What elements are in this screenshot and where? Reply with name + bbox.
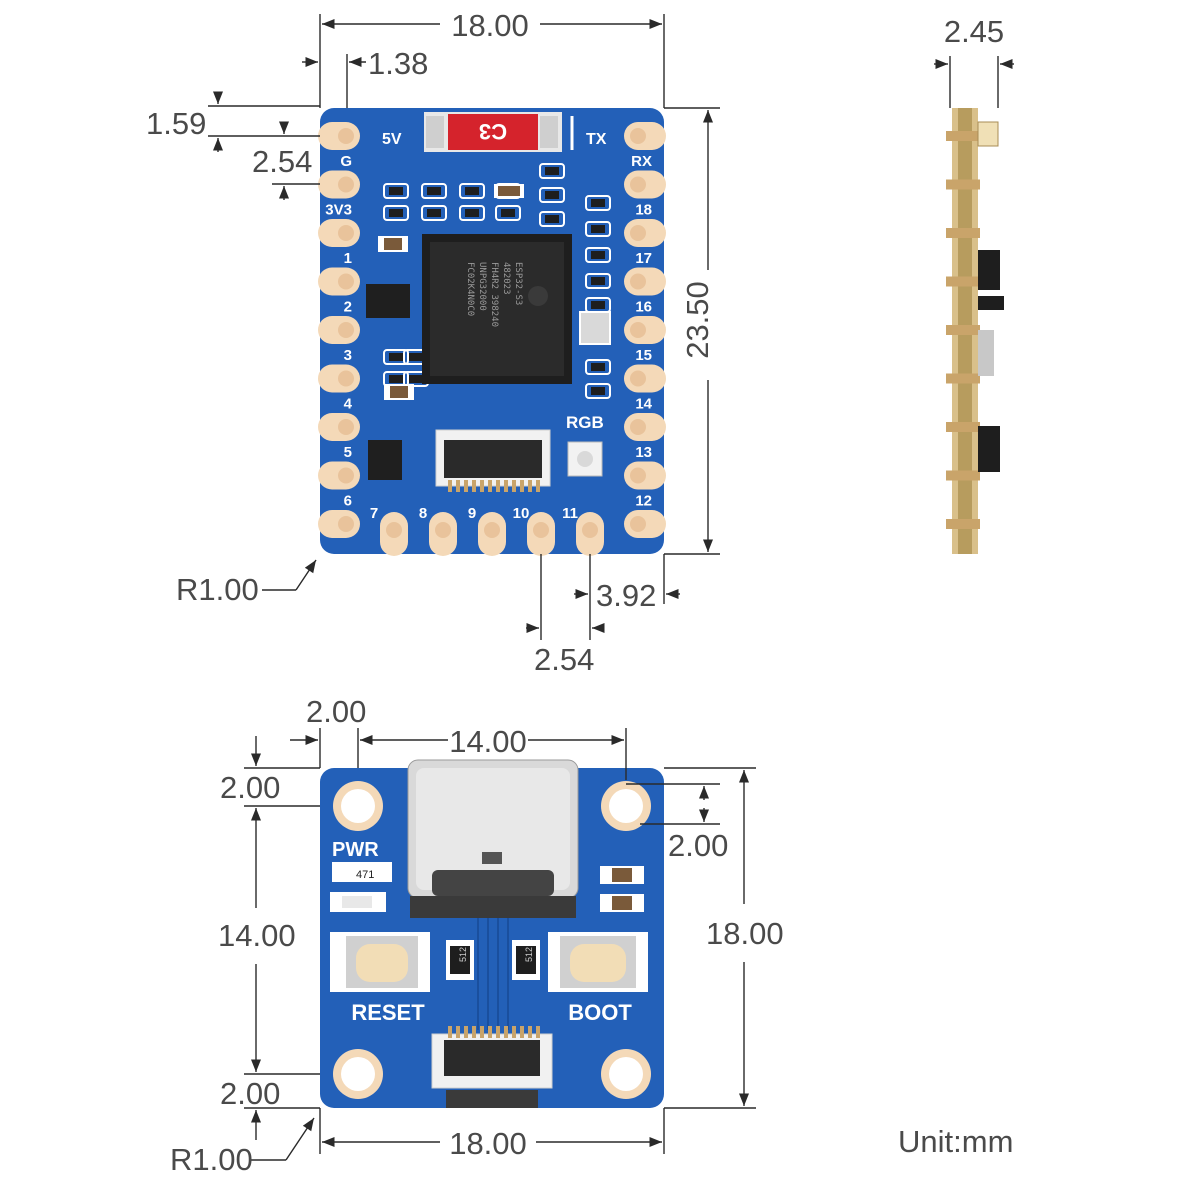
bottom-pin-label: 10 [513, 505, 530, 522]
dim-pin-pitch: 2.54 [252, 144, 312, 179]
dim-hole-edge-y-top: 2.00 [220, 770, 280, 805]
dim-hole-edge-x: 2.00 [306, 694, 366, 729]
dim-hole-spacing-y: 14.00 [218, 918, 296, 953]
dim-pad-top-offset: 1.59 [146, 106, 206, 141]
left-pin-label: 3 [344, 347, 352, 364]
unit-label: Unit:mm [898, 1124, 1013, 1159]
dim-bottom-pitch: 2.54 [534, 642, 594, 677]
dim-hole-edge-y-bottom: 2.00 [220, 1076, 280, 1111]
dim-bottom-offset: 3.92 [596, 578, 656, 613]
dim-hole-size-right: 2.00 [668, 828, 728, 863]
dim-pad-offset: 1.38 [368, 46, 428, 81]
left-pin-label: 3V3 [325, 202, 352, 219]
chip-line-2: 482023 [501, 262, 511, 295]
bottom-pin-label: 9 [468, 505, 476, 522]
side-view-dimensions: 2.45 [934, 14, 1014, 108]
left-pin-label: G [340, 153, 352, 170]
regulator [366, 284, 410, 318]
top-label-tx: TX [586, 131, 607, 148]
bottom-view-board: PWR 471 RESET BOOT 512 512 [320, 759, 664, 1108]
dim-hole-spacing-x: 14.00 [449, 724, 527, 759]
bottom-castellated-pads [380, 512, 604, 556]
esp32-chip: ESP32-S3 482023 FH4R2 398240 UNPG32000 F… [422, 234, 572, 384]
chip-line-1: ESP32-S3 [513, 262, 523, 305]
top-fpc-connector [435, 429, 551, 492]
reset-button [330, 932, 430, 992]
right-pin-label: RX [631, 153, 652, 170]
resistor-code-left: 512 [458, 947, 468, 962]
chip-line-5: FC02K4N0C0 [465, 262, 475, 316]
chip-line-4: UNPG32000 [477, 262, 487, 311]
rgb-label: RGB [566, 413, 604, 432]
boot-button [548, 932, 648, 992]
usb-c-connector [407, 759, 579, 918]
right-castellated-pads [624, 122, 666, 538]
top-view-dimensions: 18.00 1.38 1.59 2.54 23.50 R1.00 3.92 [146, 8, 720, 677]
right-pin-label: 16 [635, 299, 652, 316]
left-pin-label: 2 [344, 299, 352, 316]
right-pin-label: 14 [635, 396, 652, 413]
mounting-holes [333, 781, 651, 1099]
right-pin-label: 17 [635, 250, 652, 267]
bottom-pin-label: 11 [562, 505, 578, 522]
pwr-resistor-code: 471 [356, 869, 374, 881]
pwr-label: PWR [332, 839, 379, 861]
right-pin-label: 13 [635, 444, 652, 461]
top-label-5v: 5V [382, 131, 402, 148]
dim-bottom-corner-radius: R1.00 [170, 1142, 253, 1177]
right-pin-label: 18 [635, 202, 652, 219]
chip-line-3: FH4R2 398240 [489, 262, 499, 327]
left-pin-label: 4 [344, 396, 353, 413]
bottom-pin-labels: 7 8 9 10 11 [370, 505, 578, 522]
resistor-code-right: 512 [524, 947, 534, 962]
dim-side-thickness: 2.45 [944, 14, 1004, 49]
left-pin-label: 1 [344, 250, 352, 267]
right-pin-labels: RX 18 17 16 15 14 13 12 [631, 153, 652, 510]
dim-bottom-width: 18.00 [449, 1126, 527, 1161]
dim-top-corner-radius: R1.00 [176, 572, 259, 607]
red-label-text: C3 [479, 119, 507, 144]
left-castellated-pads [318, 122, 360, 538]
boot-label: BOOT [568, 1000, 632, 1025]
bottom-pin-label: 7 [370, 505, 378, 522]
dim-top-width: 18.00 [451, 8, 529, 43]
side-view-board [946, 108, 1004, 554]
bottom-fpc-connector [431, 1026, 553, 1108]
smd-components [378, 163, 611, 400]
right-pin-label: 12 [635, 493, 652, 510]
left-pin-labels: G 3V3 1 2 3 4 5 6 [325, 153, 352, 510]
left-pin-label: 6 [344, 493, 352, 510]
dim-top-height: 23.50 [680, 281, 715, 359]
bottom-view-dimensions: 2.00 14.00 2.00 14.00 2.00 2.00 18.00 [170, 694, 784, 1177]
dim-bottom-height: 18.00 [706, 916, 784, 951]
right-pin-label: 15 [635, 347, 652, 364]
bottom-pin-label: 8 [419, 505, 427, 522]
reset-label: RESET [351, 1000, 425, 1025]
left-pin-label: 5 [344, 444, 352, 461]
